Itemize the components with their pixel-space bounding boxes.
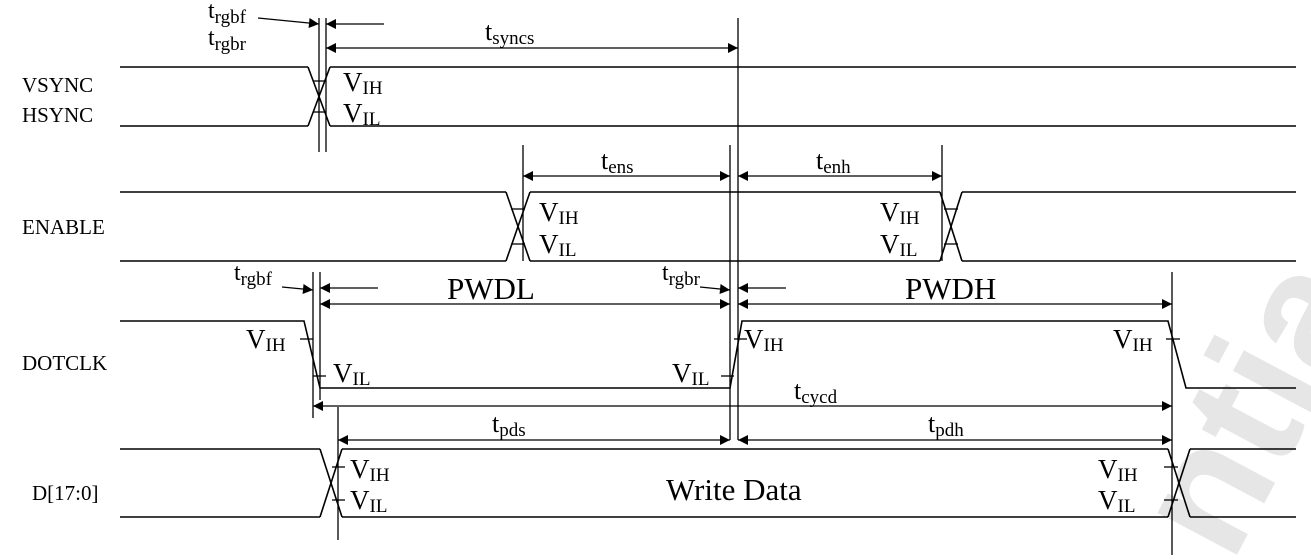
enable-label: ENABLE	[22, 215, 105, 239]
tens-label: tens	[601, 146, 634, 178]
data-vih-label-1: VIH	[350, 454, 390, 486]
svg-text:VIL: VIL	[1098, 485, 1135, 517]
write-data-label: Write Data	[666, 472, 802, 507]
sync-waveform	[120, 66, 1296, 127]
svg-text:trgbf: trgbf	[208, 0, 247, 28]
svg-text:VIH: VIH	[1113, 324, 1153, 356]
svg-text:VIL: VIL	[333, 358, 370, 390]
svg-text:VIL: VIL	[539, 229, 576, 261]
dotclk-vih-label-3: VIH	[1113, 324, 1153, 356]
pwdh-label: PWDH	[905, 271, 996, 306]
tsyncs-label: tsyncs	[485, 17, 534, 49]
svg-text:VIH: VIH	[343, 67, 383, 99]
dotclk-vil-label-1: VIL	[333, 358, 370, 390]
vsync-label: VSYNC	[22, 73, 93, 97]
svg-text:VIL: VIL	[880, 229, 917, 261]
svg-text:trgbf: trgbf	[234, 260, 273, 290]
enable-waveform	[120, 191, 1296, 262]
trgbf-dotclk-arrow	[281, 284, 314, 295]
svg-text:VIL: VIL	[343, 98, 380, 130]
data-vih-label-2: VIH	[1098, 454, 1138, 486]
svg-text:VIH: VIH	[539, 197, 579, 229]
tcycd-label: tcycd	[794, 376, 838, 408]
enable-vil-label-1: VIL	[539, 229, 576, 261]
enable-vih-label-1: VIH	[539, 197, 579, 229]
sync-vil-label: VIL	[343, 98, 380, 130]
trgbr-sync-label: trgbr	[208, 25, 247, 55]
trgbr-dotclk-label: trgbr	[662, 260, 701, 290]
dotclk-vil-label-2: VIL	[672, 358, 709, 390]
svg-text:VIH: VIH	[1098, 454, 1138, 486]
svg-text:VIH: VIH	[744, 324, 784, 356]
data-waveform	[120, 448, 1296, 518]
pwdl-label: PWDL	[447, 271, 535, 306]
svg-text:trgbr: trgbr	[662, 260, 701, 290]
svg-text:VIL: VIL	[672, 358, 709, 390]
svg-text:tens: tens	[601, 146, 634, 178]
tenh-label: tenh	[816, 146, 851, 178]
svg-text:VIH: VIH	[246, 324, 286, 356]
tpds-label: tpds	[492, 409, 526, 441]
data-vil-label-1: VIL	[350, 485, 387, 517]
svg-text:tenh: tenh	[816, 146, 851, 178]
svg-text:trgbr: trgbr	[208, 25, 247, 55]
trgbr-dotclk-arrow	[699, 284, 731, 294]
sync-vih-label: VIH	[343, 67, 383, 99]
trgbf-dotclk-label: trgbf	[234, 260, 273, 290]
svg-text:tpdh: tpdh	[928, 409, 964, 441]
svg-text:tsyncs: tsyncs	[485, 17, 534, 49]
svg-text:VIH: VIH	[880, 197, 920, 229]
svg-text:VIH: VIH	[350, 454, 390, 486]
dotclk-label: DOTCLK	[22, 351, 107, 375]
data-label: D[17:0]	[32, 481, 99, 505]
enable-vil-label-2: VIL	[880, 229, 917, 261]
dotclk-waveform	[120, 320, 1296, 389]
data-vil-label-2: VIL	[1098, 485, 1135, 517]
svg-text:VIL: VIL	[350, 485, 387, 517]
trgbf-sync-arrow	[257, 17, 320, 28]
enable-vih-label-2: VIH	[880, 197, 920, 229]
svg-text:tcycd: tcycd	[794, 376, 838, 408]
dotclk-vih-label-1: VIH	[246, 324, 286, 356]
hsync-label: HSYNC	[22, 103, 93, 127]
tpdh-label: tpdh	[928, 409, 964, 441]
svg-text:tpds: tpds	[492, 409, 526, 441]
dotclk-vih-label-2: VIH	[744, 324, 784, 356]
trgbf-sync-label: trgbf	[208, 0, 247, 28]
